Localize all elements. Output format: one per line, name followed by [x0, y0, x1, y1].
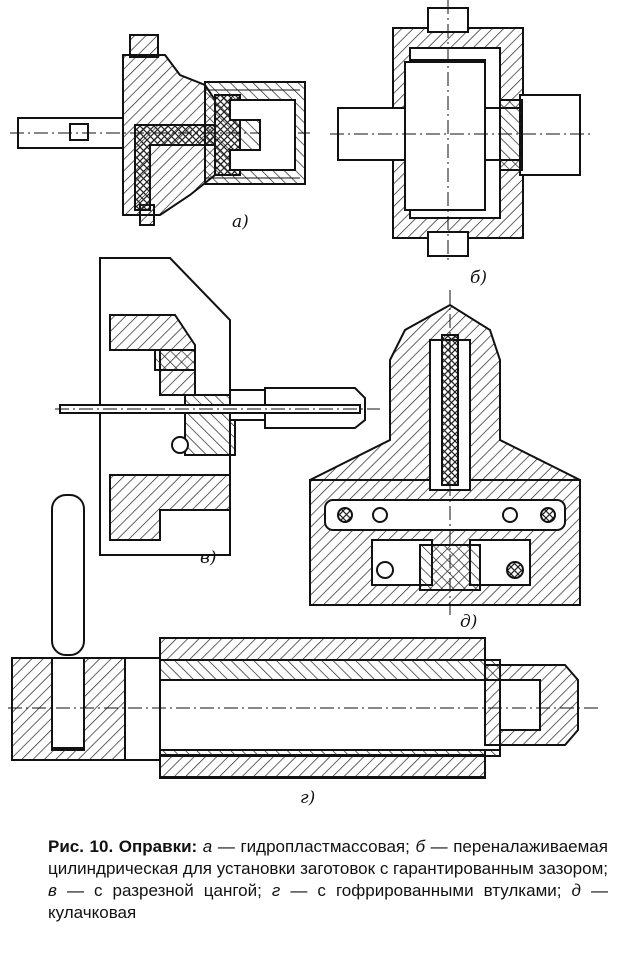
caption-letter-g: г: [271, 881, 281, 900]
caption-letter-a: а: [202, 837, 213, 856]
mandrels-drawing: [8, 0, 600, 779]
figure-v-split-collet-mandrel: [55, 257, 380, 556]
figure-b-cylindrical-mandrel: [330, 0, 590, 262]
figure-g-label: г): [300, 788, 316, 808]
caption-fig-number: Рис. 10.: [48, 837, 114, 856]
figure-caption: Рис. 10. Оправки: а — гидропластмассовая…: [48, 836, 608, 924]
figure-d-cam-mandrel: [309, 290, 581, 615]
caption-letter-b: б: [415, 837, 426, 856]
caption-text-b: — переналаживаемая цилиндрическая для ус…: [48, 837, 608, 878]
figure-v-label: в): [200, 548, 217, 568]
figure-d-label: д): [460, 612, 478, 632]
figure-a-label: а): [232, 212, 249, 232]
figure-g-corrugated-sleeve-mandrel: [8, 494, 600, 779]
caption-letter-d: д: [571, 881, 581, 900]
caption-letter-v: в: [48, 881, 57, 900]
figure-b-label: б): [470, 268, 488, 288]
caption-text-a: — гидропластмассовая;: [217, 837, 410, 856]
figure-a-hydroplastic-mandrel: [10, 34, 310, 226]
caption-text-d: — кулачковая: [48, 881, 609, 922]
caption-text-v: — с разрезной цангой;: [66, 881, 262, 900]
caption-text-g: — с гофрированными втулками;: [290, 881, 562, 900]
caption-title: Оправки:: [118, 837, 198, 856]
